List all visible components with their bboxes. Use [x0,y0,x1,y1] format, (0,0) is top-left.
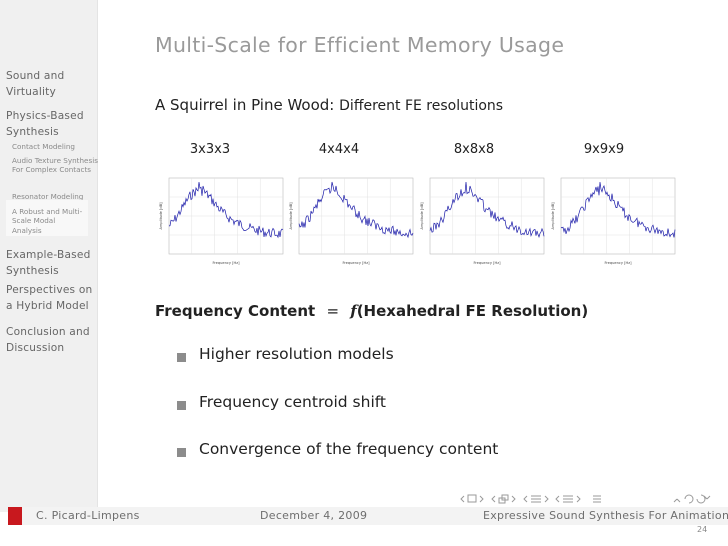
plot-xlabel: Frequency [Hz] [473,261,501,265]
nav-search-icon[interactable] [673,494,711,504]
equation-equals: = [326,302,340,320]
nav-section-icon[interactable] [523,495,549,503]
page-number: 24 [697,525,708,534]
bullet-marker [177,401,186,410]
footer-date: December 4, 2009 [260,509,368,522]
resolution-label: 8x8x8 [453,142,495,157]
footer-talk-title: Expressive Sound Synthesis For Animation [483,509,728,522]
frame-title: Multi-Scale for Efficient Memory Usage [155,33,565,57]
footer-bar [22,507,728,525]
plot-xlabel: Frequency [Hz] [604,261,632,265]
frequency-content-equation: Frequency Content = f(Hexahedral FE Reso… [155,302,588,320]
slide-subtitle: A Squirrel in Pine Wood: Different FE re… [155,96,503,114]
plot-ylabel: Amplitude [dB] [289,202,293,230]
bullet-marker [177,448,186,457]
sidebar-section-example-based[interactable]: Example-Based Synthesis [6,249,91,277]
subtitle-main: A Squirrel in Pine Wood: [155,96,335,114]
equation-f: f [350,302,357,320]
sidebar-section-conclusion[interactable]: Conclusion and Discussion [6,326,90,354]
equation-right: (Hexahedral FE Resolution) [356,302,589,320]
bullet-marker [177,353,186,362]
sidebar-section-sound-virtuality[interactable]: Sound and Virtuality [6,70,65,98]
spectrum-plot: Frequency [Hz] Amplitude [dB] [289,177,414,265]
footer-author: C. Picard-Limpens [36,509,140,522]
plot-ylabel: Amplitude [dB] [551,202,555,230]
plot-ylabel: Amplitude [dB] [159,202,163,230]
sidebar-item-resonator-modeling[interactable]: Resonator Modeling [12,192,84,201]
nav-document-icon[interactable] [555,495,581,503]
resolution-label: 9x9x9 [583,142,625,157]
bullet-text: Higher resolution models [199,345,394,363]
plot-xlabel: Frequency [Hz] [212,261,240,265]
nav-appendix-icon[interactable] [593,495,601,503]
plot-xlabel: Frequency [Hz] [342,261,370,265]
sidebar-section-perspectives[interactable]: Perspectives on a Hybrid Model [6,284,93,312]
bullet-text: Convergence of the frequency content [199,440,499,458]
sidebar-item-modal-analysis[interactable]: A Robust and Multi-Scale Modal Analysis [12,207,83,235]
sidebar-item-audio-texture[interactable]: Audio Texture Synthesis For Complex Cont… [12,156,98,175]
nav-subsection-icon[interactable] [491,494,516,504]
plot-ylabel: Amplitude [dB] [420,202,424,230]
sidebar-item-contact-modeling[interactable]: Contact Modeling [12,142,75,151]
nav-frame-icon[interactable] [460,494,484,503]
footer: C. Picard-Limpens December 4, 2009 Expre… [0,507,728,546]
footer-accent-bar [8,507,22,525]
equation-left: Frequency Content [155,302,316,320]
sidebar-section-physics-based[interactable]: Physics-Based Synthesis [6,110,84,138]
sidebar-current-highlight [6,200,88,236]
beamer-navigation-symbols[interactable] [455,492,725,506]
spectrum-plot: Frequency [Hz] Amplitude [dB] [420,177,545,265]
resolution-label: 4x4x4 [318,142,360,157]
subtitle-desc: Different FE resolutions [339,98,504,114]
spectrum-plot: Frequency [Hz] Amplitude [dB] [551,177,676,265]
bullet-text: Frequency centroid shift [199,393,387,411]
resolution-label: 3x3x3 [189,142,231,157]
sidebar: Sound and Virtuality Physics-Based Synth… [0,0,98,512]
spectrum-plot: Frequency [Hz] Amplitude [dB] [159,177,284,265]
